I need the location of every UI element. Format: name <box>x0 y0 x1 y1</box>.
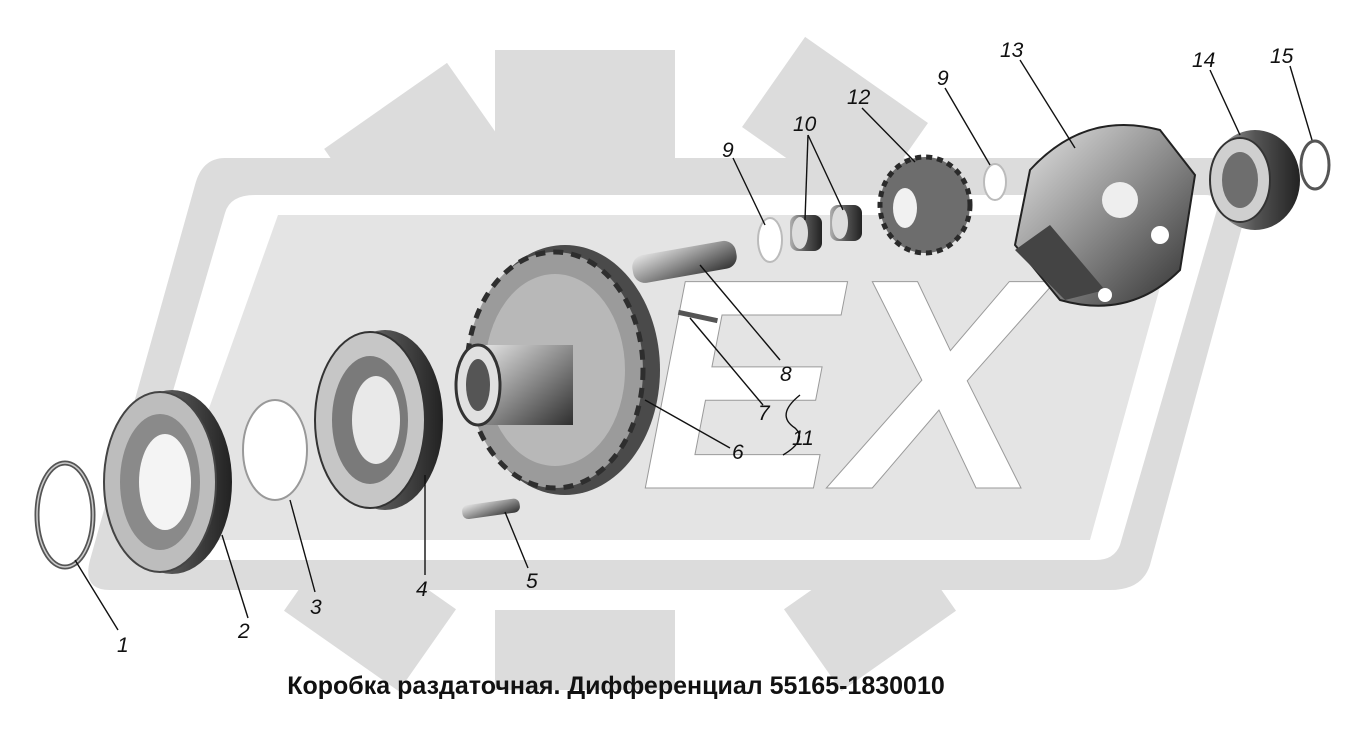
callout-6: 6 <box>732 441 744 464</box>
part-9-washer-left <box>757 217 783 263</box>
part-15-snap-ring <box>1299 139 1331 191</box>
part-12-pinion-gear <box>877 154 973 256</box>
callout-1: 1 <box>117 634 129 657</box>
callout-13: 13 <box>1000 39 1024 62</box>
part-9-washer-right <box>983 163 1007 201</box>
part-14-bearing <box>1209 130 1300 230</box>
callout-labels: 1 2 3 4 5 6 7 8 9 10 11 12 9 13 14 15 <box>117 39 1294 657</box>
part-10-needle-bearings <box>790 205 862 251</box>
callout-2: 2 <box>237 620 250 643</box>
callout-9-left: 9 <box>722 139 734 162</box>
part-4-bearing <box>314 330 443 510</box>
callout-9-right: 9 <box>937 67 949 90</box>
callout-7: 7 <box>758 402 771 425</box>
part-1-snap-ring <box>34 460 96 570</box>
part-7-lock-pin <box>677 309 718 324</box>
callout-14: 14 <box>1192 49 1215 72</box>
callout-3: 3 <box>310 596 322 619</box>
callout-11: 11 <box>792 427 814 450</box>
callout-4: 4 <box>416 578 428 601</box>
part-6-differential-gear <box>454 245 660 495</box>
callout-15: 15 <box>1270 45 1294 68</box>
part-2-bearing <box>103 390 232 574</box>
part-8-axle-shaft <box>632 240 737 283</box>
callout-5: 5 <box>526 570 538 593</box>
callout-12: 12 <box>847 86 871 109</box>
callout-10: 10 <box>793 113 817 136</box>
part-3-ring <box>242 399 308 501</box>
part-5-pin <box>462 498 520 520</box>
callout-8: 8 <box>780 363 792 386</box>
leader-lines <box>74 59 1313 631</box>
part-13-differential-case <box>1013 124 1197 307</box>
diagram-caption: Коробка раздаточная. Дифференциал 55165-… <box>287 672 945 700</box>
